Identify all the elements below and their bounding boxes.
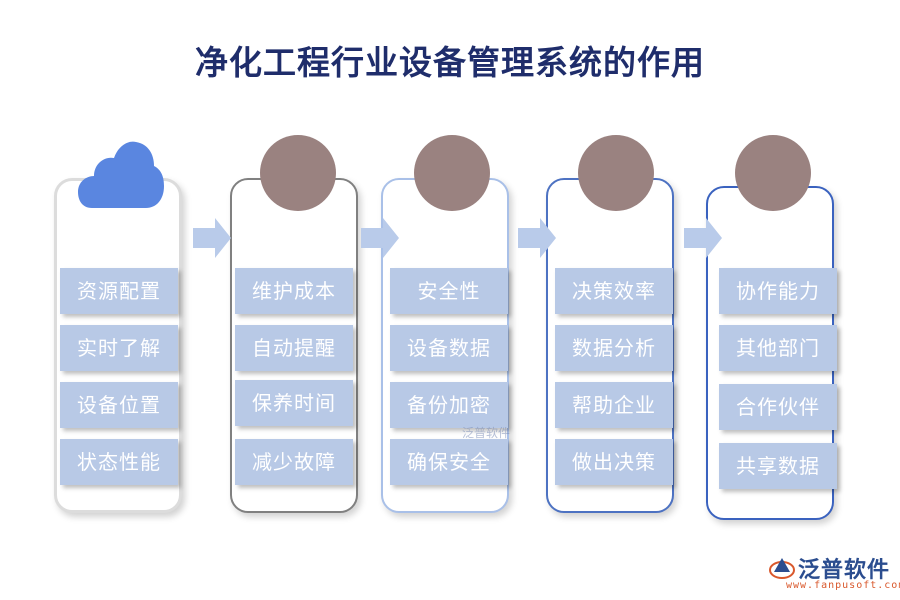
item-label: 合作伙伴: [719, 384, 837, 430]
watermark: 泛普软件: [462, 426, 511, 440]
item-label: 安全性: [390, 268, 508, 314]
circle-icon-3: [414, 135, 490, 211]
circle-icon-4: [578, 135, 654, 211]
circle-icon-2: [260, 135, 336, 211]
item-label: 协作能力: [719, 268, 837, 314]
item-label: 资源配置: [60, 268, 178, 314]
logo-url-text: www.fanpusoft.com: [786, 580, 900, 591]
item-label: 减少故障: [235, 439, 353, 485]
logo-brand-text: 泛普软件: [798, 558, 891, 583]
arrow-right-icon: [361, 218, 399, 258]
item-label: 实时了解: [60, 325, 178, 371]
item-label: 设备数据: [390, 325, 508, 371]
item-label: 自动提醒: [235, 325, 353, 371]
circle-icon-5: [735, 135, 811, 211]
item-label: 备份加密: [390, 382, 508, 428]
item-label: 维护成本: [235, 268, 353, 314]
item-label: 其他部门: [719, 325, 837, 371]
item-label: 保养时间: [235, 380, 353, 426]
item-label: 做出决策: [555, 439, 673, 485]
logo-icon: [769, 558, 795, 579]
item-label: 数据分析: [555, 325, 673, 371]
cloud-icon: [78, 141, 164, 208]
arrow-right-icon: [518, 218, 556, 258]
arrow-right-icon: [684, 218, 722, 258]
item-label: 决策效率: [555, 268, 673, 314]
arrow-right-icon: [193, 218, 231, 258]
item-label: 确保安全: [390, 439, 508, 485]
item-label: 设备位置: [60, 382, 178, 428]
item-label: 帮助企业: [555, 382, 673, 428]
item-label: 共享数据: [719, 443, 837, 489]
item-label: 状态性能: [60, 439, 178, 485]
brand-logo: 泛普软件 www.fanpusoft.com: [764, 552, 900, 592]
diagram-title: 净化工程行业设备管理系统的作用: [195, 43, 705, 82]
